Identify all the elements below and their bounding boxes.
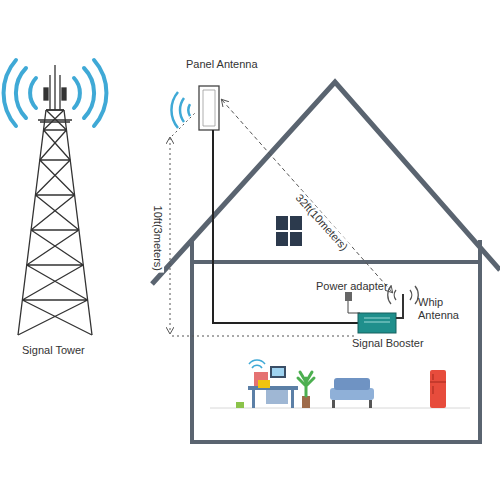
tower-signal-waves xyxy=(4,60,107,126)
signal-booster-label: Signal Booster xyxy=(352,337,424,350)
window xyxy=(276,216,302,246)
height-topline xyxy=(172,112,196,136)
power-adapter xyxy=(345,292,360,313)
signal-booster xyxy=(358,313,396,333)
whip-antenna-label: Whip Antenna xyxy=(418,296,466,321)
height-10ft-line xyxy=(170,138,171,333)
panel-antenna-label: Panel Antenna xyxy=(186,58,258,71)
power-adapter-label: Power adapter xyxy=(316,280,388,293)
panel-antenna xyxy=(171,86,219,130)
room-furniture xyxy=(210,360,470,408)
signal-tower xyxy=(18,65,92,335)
distance-32ft-line xyxy=(222,100,392,292)
house xyxy=(152,82,500,442)
whip-antenna xyxy=(388,286,419,318)
antenna-cable xyxy=(213,130,358,323)
height-label: 10ft(3meters) xyxy=(152,203,165,272)
height-baseline xyxy=(172,336,356,337)
signal-tower-label: Signal Tower xyxy=(22,344,85,357)
